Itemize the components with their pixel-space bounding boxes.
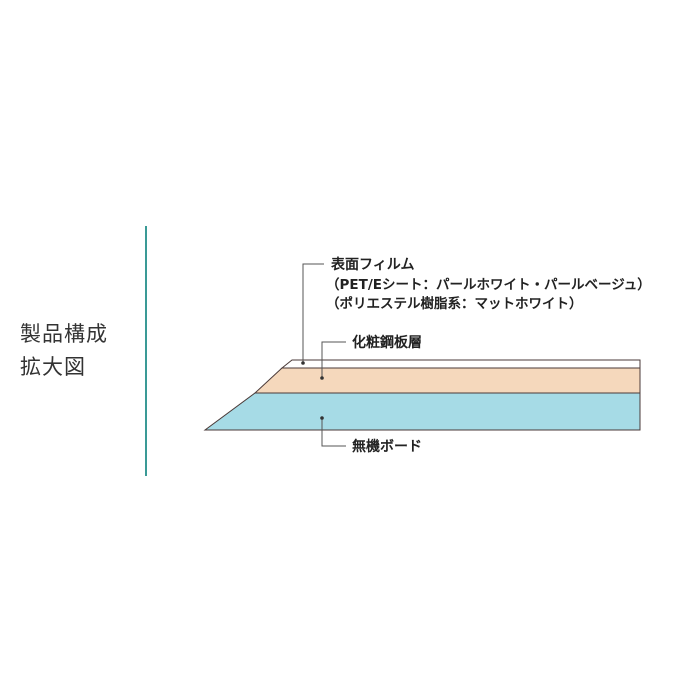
decorative-steel-layer xyxy=(253,367,641,394)
board-layer xyxy=(203,392,641,431)
surface-film-title: 表面フィルム xyxy=(330,256,414,273)
surface-film-line3: （ポリエステル樹脂系：マットホワイト） xyxy=(326,295,583,312)
surface-film-leader xyxy=(302,263,324,362)
board-dot xyxy=(320,416,324,420)
side-title-line1: 製品構成 xyxy=(20,322,108,346)
decorative-steel-leader xyxy=(321,341,346,378)
decorative-steel-dot xyxy=(320,376,324,380)
side-title-line2: 拡大図 xyxy=(20,355,86,379)
vertical-divider xyxy=(145,226,147,476)
surface-film-dot xyxy=(301,361,305,365)
side-title: 製品構成 拡大図 xyxy=(20,318,108,384)
surface-film-layer xyxy=(280,359,641,369)
decorative-steel-label: 化粧鋼板層 xyxy=(352,334,422,351)
board-leader xyxy=(321,418,346,447)
board-label: 無機ボード xyxy=(352,438,422,455)
surface-film-line2: （PET/Eシート：パールホワイト・パールベージュ） xyxy=(326,277,651,293)
